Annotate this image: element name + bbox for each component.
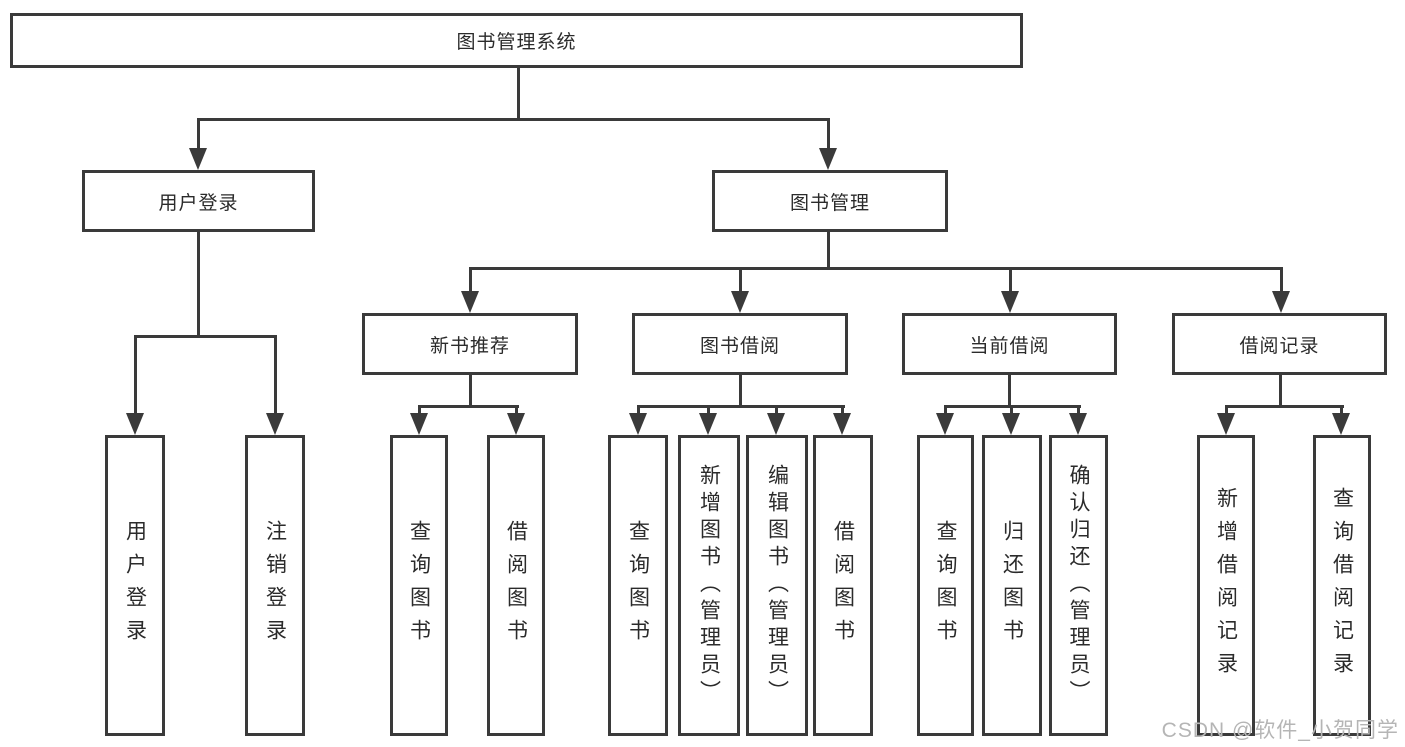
csdn-watermark: CSDN @软件_小贺同学 [1161,719,1399,742]
node-leaf-query-books-rec: 查询图书 [390,435,448,736]
connector-line [707,405,710,417]
connector-line [515,405,518,417]
arrowhead-down-icon [1001,291,1019,313]
node-label: 图书管理系统 [456,32,577,53]
arrowhead-down-icon [1272,291,1290,313]
connector-line [1279,375,1282,408]
node-book-management: 图书管理 [712,170,948,232]
connector-line [197,118,200,150]
connector-line [134,335,137,415]
connector-line [827,118,830,150]
arrowhead-down-icon [819,148,837,170]
node-user-login: 用户登录 [82,170,315,232]
node-leaf-borrow-books-rec: 借阅图书 [487,435,545,736]
connector-line [1009,267,1012,293]
node-leaf-logout: 注销登录 [245,435,305,736]
node-label: 图书借阅 [699,335,780,357]
arrowhead-down-icon [507,413,525,435]
arrowhead-down-icon [1069,413,1087,435]
connector-line [637,405,640,417]
connector-line [274,335,277,415]
connector-line [1225,405,1344,408]
node-leaf-add-borrow-rec: 新增借阅记录 [1197,435,1255,736]
node-label: 查询图书 [407,519,431,652]
connector-line [1225,405,1228,417]
node-label: 当前借阅 [969,335,1050,357]
node-borrowing-records: 借阅记录 [1172,313,1387,375]
connector-line [841,405,844,417]
node-leaf-add-books-admin: 新增图书（管理员） [678,435,740,736]
connector-line [739,267,742,293]
connector-line [418,405,519,408]
arrowhead-down-icon [189,148,207,170]
arrowhead-down-icon [410,413,428,435]
node-leaf-borrow-books-bor: 借阅图书 [813,435,873,736]
node-label: 查询借阅记录 [1330,486,1354,685]
node-label: 用户登录 [158,192,239,214]
node-label: 新书推荐 [429,335,510,357]
arrowhead-down-icon [266,413,284,435]
connector-line [637,405,845,408]
node-label: 查询图书 [626,519,650,652]
connector-line [1010,405,1013,417]
connector-line [739,375,742,408]
connector-line [197,232,200,338]
connector-line [1008,375,1011,408]
connector-line [469,375,472,408]
node-label: 注销登录 [263,519,287,652]
node-leaf-user-login: 用户登录 [105,435,165,736]
node-label: 图书管理 [789,192,870,214]
node-label: 借阅图书 [504,519,528,652]
node-leaf-query-borrow-rec: 查询借阅记录 [1313,435,1371,736]
node-leaf-query-books-cur: 查询图书 [917,435,974,736]
node-leaf-edit-books-admin: 编辑图书（管理员） [746,435,808,736]
node-label: 借阅记录 [1239,335,1320,357]
connector-line [134,335,277,338]
connector-line [827,232,830,270]
arrowhead-down-icon [1332,413,1350,435]
node-new-book-recommend: 新书推荐 [362,313,578,375]
node-label: 编辑图书（管理员） [765,464,789,707]
arrowhead-down-icon [1002,413,1020,435]
node-label: 归还图书 [1000,519,1024,652]
connector-line [1340,405,1343,417]
arrowhead-down-icon [126,413,144,435]
node-label: 用户登录 [123,519,147,652]
connector-line [469,267,472,293]
arrowhead-down-icon [461,291,479,313]
arrowhead-down-icon [731,291,749,313]
connector-line [1077,405,1080,417]
connector-line [469,267,1283,270]
connector-line [1280,267,1283,293]
node-book-borrowing: 图书借阅 [632,313,848,375]
arrowhead-down-icon [833,413,851,435]
connector-line [944,405,947,417]
arrowhead-down-icon [767,413,785,435]
node-leaf-confirm-return: 确认归还（管理员） [1049,435,1108,736]
connector-line [197,118,830,121]
node-label: 查询图书 [934,519,957,652]
node-label: 新增图书（管理员） [697,464,721,707]
arrowhead-down-icon [629,413,647,435]
arrowhead-down-icon [699,413,717,435]
connector-line [418,405,421,417]
node-current-borrowing: 当前借阅 [902,313,1117,375]
node-label: 确认归还（管理员） [1067,464,1090,707]
connector-line [775,405,778,417]
arrowhead-down-icon [1217,413,1235,435]
node-leaf-query-books-bor: 查询图书 [608,435,668,736]
node-label: 新增借阅记录 [1214,486,1238,685]
arrowhead-down-icon [936,413,954,435]
node-library-system: 图书管理系统 [10,13,1023,68]
node-label: 借阅图书 [831,519,855,652]
connector-line [517,68,520,120]
node-leaf-return-books: 归还图书 [982,435,1042,736]
